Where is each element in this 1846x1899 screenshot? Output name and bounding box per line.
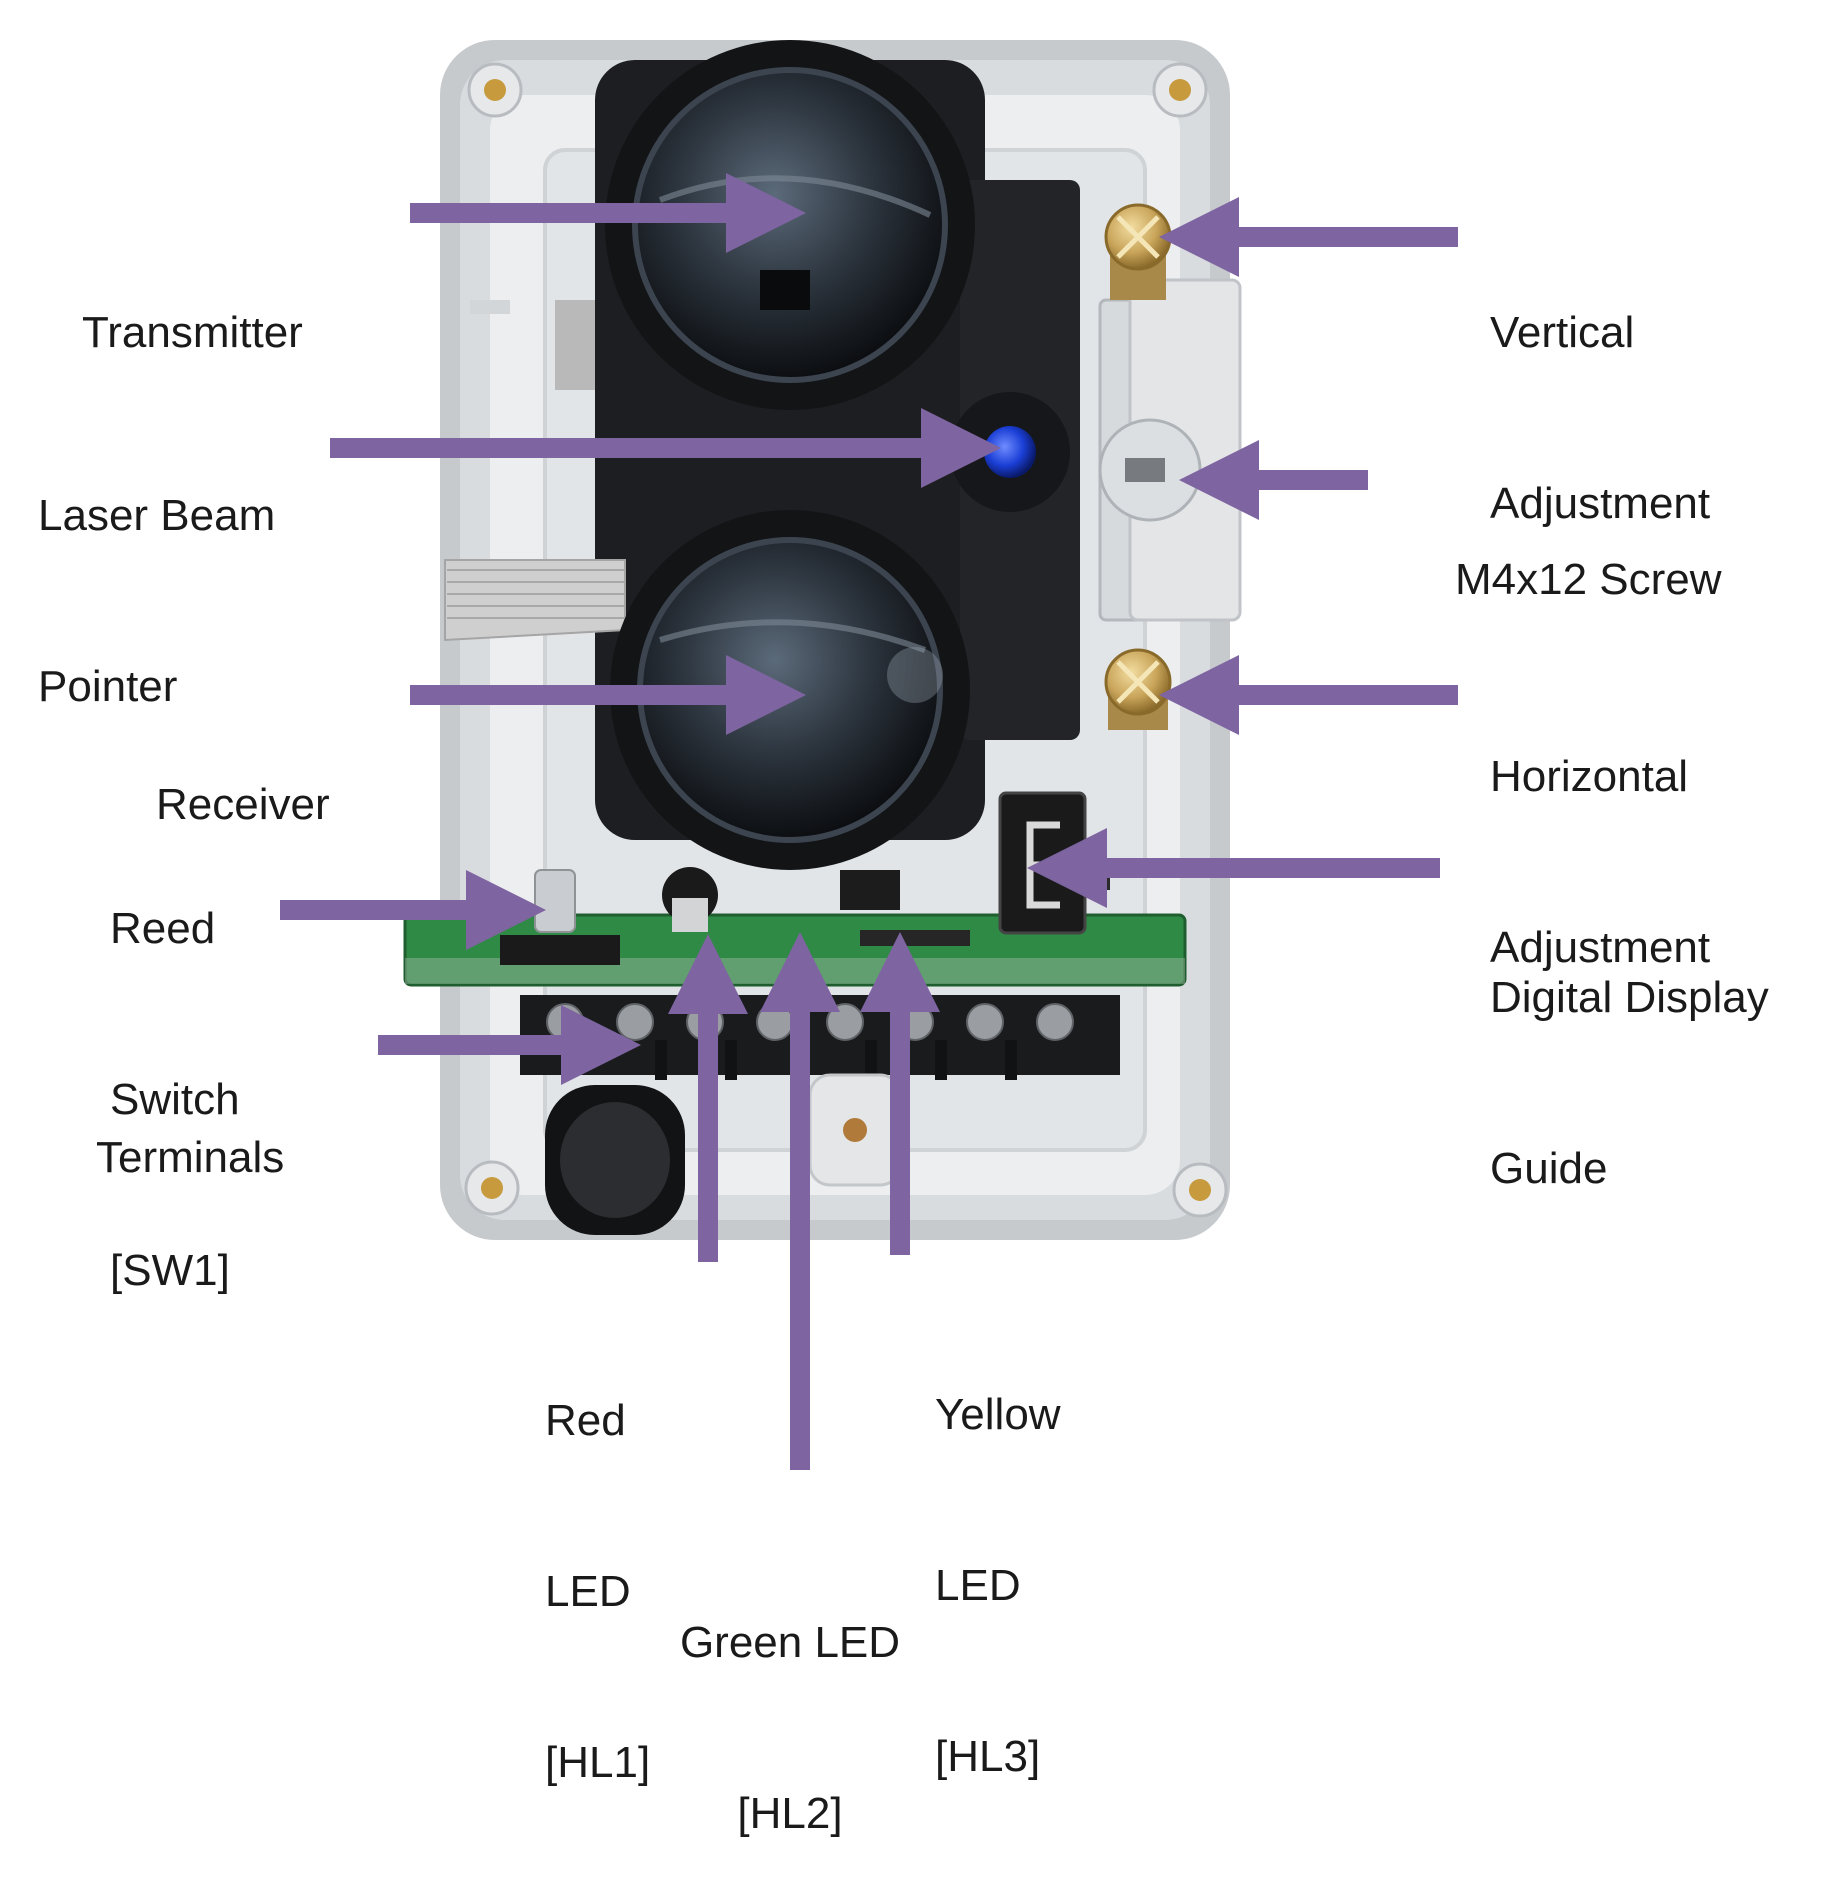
label-reed-switch-line-1: Reed	[110, 904, 216, 953]
label-laser-beam-pointer-line-2: Pointer	[38, 662, 178, 711]
label-transmitter: Transmitter	[82, 190, 303, 418]
label-yellow-led-line-2: LED	[935, 1561, 1021, 1610]
cable-gland	[545, 1085, 685, 1235]
label-red-led-line-3: [HL1]	[545, 1738, 651, 1787]
label-horizontal-adjustment: Horizontal Adjustment	[1490, 634, 1710, 1033]
label-horizontal-adjustment-line-1: Horizontal	[1490, 752, 1689, 801]
label-laser-beam-pointer-line-1: Laser Beam	[38, 491, 276, 540]
label-green-led-line-2: [HL2]	[737, 1789, 843, 1838]
label-vertical-adjustment-line-1: Vertical	[1490, 308, 1635, 357]
label-green-led: Green LED [HL2]	[640, 1500, 940, 1899]
label-digital-display-guide: Digital Display Guide	[1490, 855, 1769, 1254]
label-terminals-line-1: Terminals	[96, 1133, 285, 1182]
corner-screw-bottom-right	[1172, 1162, 1228, 1218]
corner-screw-bottom-left	[464, 1160, 520, 1216]
label-red-led-line-1: Red	[545, 1396, 626, 1445]
label-digital-display-guide-line-1: Digital Display	[1490, 973, 1769, 1022]
laser-pointer	[950, 392, 1070, 512]
label-receiver: Receiver	[156, 662, 330, 890]
label-reed-switch-line-2: Switch	[110, 1075, 240, 1124]
horizontal-adjustment-knob	[1104, 648, 1172, 730]
label-digital-display-guide-line-2: Guide	[1490, 1144, 1608, 1193]
corner-screws	[464, 62, 1228, 1218]
label-receiver-line-1: Receiver	[156, 780, 330, 829]
m4x12-screw	[1098, 418, 1202, 522]
label-yellow-led: Yellow LED [HL3]	[935, 1272, 1061, 1842]
detector-diagram	[280, 40, 1458, 1470]
label-terminals: Terminals	[96, 1015, 284, 1243]
label-yellow-led-line-3: [HL3]	[935, 1732, 1041, 1781]
terminal-block	[520, 995, 1120, 1080]
label-reed-switch-line-3: [SW1]	[110, 1246, 230, 1295]
mounting-post	[808, 1073, 902, 1187]
label-transmitter-line-1: Transmitter	[82, 308, 303, 357]
vertical-adjustment-knob	[1104, 203, 1172, 300]
label-red-led-line-2: LED	[545, 1567, 631, 1616]
label-laser-beam-pointer: Laser Beam Pointer	[38, 373, 275, 772]
label-horizontal-adjustment-line-2: Adjustment	[1490, 923, 1711, 972]
corner-screw-top-left	[467, 62, 523, 118]
label-yellow-led-line-1: Yellow	[935, 1390, 1061, 1439]
label-reed-switch: Reed Switch [SW1]	[110, 786, 240, 1356]
label-vertical-adjustment: Vertical Adjustment	[1490, 190, 1710, 589]
ribbon-cable	[444, 559, 626, 642]
label-vertical-adjustment-line-2: Adjustment	[1490, 479, 1711, 528]
label-red-led: Red LED [HL1]	[545, 1278, 650, 1848]
corner-screw-top-right	[1152, 62, 1208, 118]
label-m4x12-screw-line-1: M4x12 Screw	[1455, 555, 1722, 604]
transmitter-lens	[605, 40, 975, 410]
label-m4x12-screw: M4x12 Screw	[1455, 437, 1722, 665]
label-green-led-line-1: Green LED	[679, 1618, 901, 1667]
callout-arrows	[280, 173, 1458, 1470]
